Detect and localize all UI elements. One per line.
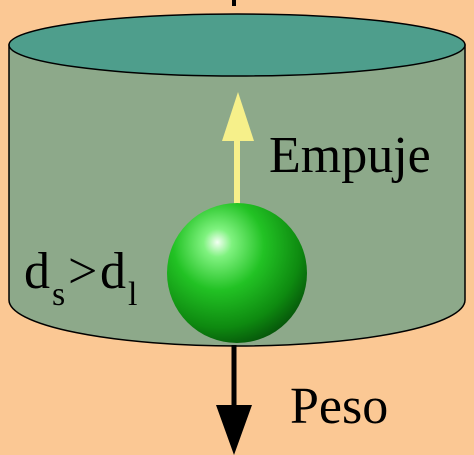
density-liquid-subscript: l: [128, 276, 137, 313]
comparison-symbol: >: [68, 243, 97, 300]
density-solid-symbol: d: [24, 243, 50, 300]
weight-label: Peso: [290, 378, 388, 435]
density-comparison: d s > d l: [24, 243, 137, 313]
density-liquid-symbol: d: [100, 243, 126, 300]
buoyancy-label: Empuje: [269, 127, 431, 184]
liquid-surface: [8, 13, 466, 77]
density-solid-subscript: s: [52, 276, 65, 313]
buoyancy-arrow-head: [222, 92, 254, 141]
sphere: [167, 203, 307, 343]
weight-arrow-head: [216, 405, 252, 455]
